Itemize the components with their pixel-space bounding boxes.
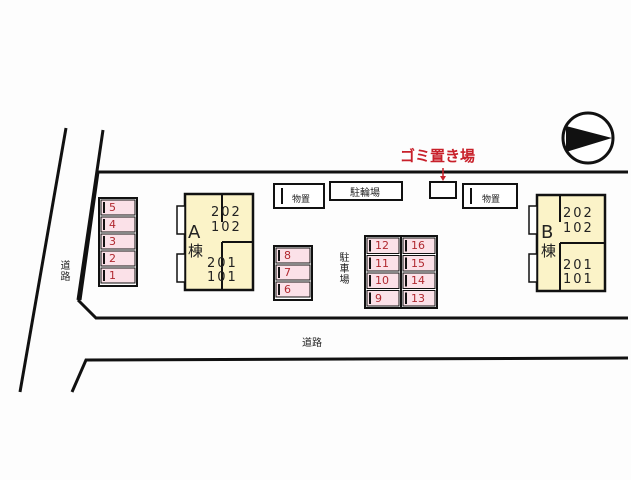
storage-left-label: 物置 (292, 195, 311, 205)
building-b-suffix: 棟 (541, 242, 557, 260)
parking-stall-16 (402, 237, 436, 254)
north-arrow-icon (561, 111, 615, 165)
garbage-label: ゴミ置き場 (400, 147, 476, 165)
unit-a-101: 101 (207, 270, 238, 285)
parking-stall-14 (402, 272, 436, 289)
parking-number-2: 2 (109, 252, 116, 265)
building-a-shape (176, 192, 255, 292)
parking-stall-5 (100, 199, 136, 216)
parking-stall-7 (275, 264, 311, 281)
parking-number-8: 8 (284, 249, 291, 262)
building-a-suffix: 棟 (188, 242, 204, 260)
parking-stall-9 (366, 290, 400, 307)
road-horizontal-label: 道路 (302, 338, 322, 349)
parking-stall-4 (100, 216, 136, 233)
parking-number-1: 1 (109, 269, 116, 282)
parking-stall-13 (402, 290, 436, 307)
parking-number-5: 5 (109, 201, 116, 214)
parking-number-7: 7 (284, 266, 291, 279)
road-edge-bottom (70, 356, 629, 393)
parking-stall-2 (100, 250, 136, 267)
parking-stall-1 (100, 267, 136, 284)
unit-b-102: 102 (563, 221, 594, 236)
property-boundary (76, 170, 628, 320)
parking-number-12: 12 (375, 239, 389, 252)
parking-stall-11 (366, 255, 400, 272)
road-vertical-label: 道路 (58, 260, 69, 282)
road-edge-left (18, 127, 68, 393)
parking-number-16: 16 (411, 239, 425, 252)
parking-right-cells (366, 237, 436, 307)
parking-number-13: 13 (411, 291, 425, 305)
building-a-letter: A (188, 222, 201, 243)
parking-label: 駐車場 (337, 252, 348, 285)
unit-b-201: 201 (563, 258, 594, 273)
parking-stall-6 (275, 281, 311, 298)
parking-number-15: 15 (411, 256, 425, 270)
parking-number-4: 4 (109, 218, 116, 231)
parking-left-cells (100, 199, 136, 284)
parking-number-14: 14 (411, 274, 425, 287)
unit-a-202: 202 (211, 205, 242, 220)
bicycle-parking-label: 駐輪場 (350, 188, 380, 199)
parking-stall-8 (275, 247, 311, 264)
parking-number-3: 3 (109, 235, 116, 248)
bicycle-parking-shape (329, 181, 403, 201)
building-b-shape (528, 193, 607, 293)
unit-a-201: 201 (207, 256, 238, 271)
unit-b-101: 101 (563, 272, 594, 287)
unit-b-202: 202 (563, 206, 594, 221)
parking-stall-15 (402, 255, 436, 272)
unit-a-102: 102 (211, 220, 242, 235)
parking-stall-12 (366, 237, 400, 254)
parking-middle-cells (275, 247, 311, 298)
parking-number-11: 11 (375, 256, 389, 270)
parking-number-10: 10 (375, 274, 389, 287)
building-b-letter: B (541, 222, 554, 243)
parking-number-6: 6 (284, 283, 291, 296)
garbage-box-shape (429, 181, 457, 199)
parking-stall-10 (366, 272, 400, 289)
parking-stall-3 (100, 233, 136, 250)
parking-number-9: 9 (375, 291, 382, 305)
storage-right-label: 物置 (482, 195, 501, 205)
